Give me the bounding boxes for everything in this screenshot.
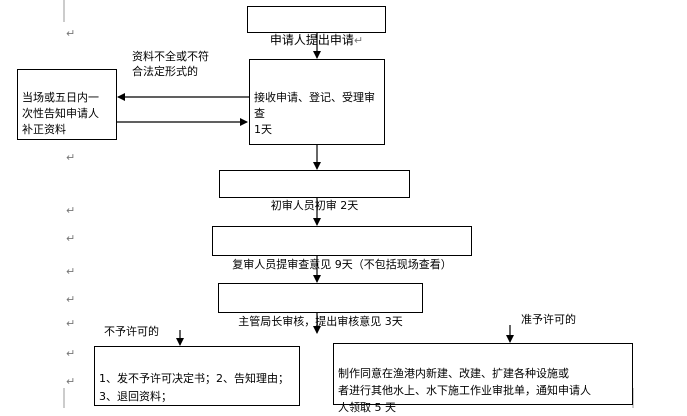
node-receive-text: 接收申请、登记、受理审查 1天	[254, 91, 375, 136]
node-apply: 申请人提出申请↵	[247, 6, 386, 47]
paragraph-mark-8: ↵	[66, 347, 76, 360]
paragraph-mark-3: ↵	[66, 204, 76, 217]
node-supplement: 当场或五日内一 次性告知申请人 补正资料	[17, 69, 117, 140]
paragraph-mark-4: ↵	[66, 232, 76, 245]
node-reject: 1、发不予许可决定书；2、告知理由； 3、退回资料；	[94, 346, 300, 406]
paragraph-mark-9: ↵	[66, 375, 76, 388]
label-permit: 准予许可的	[521, 313, 576, 326]
paragraph-mark-6: ↵	[66, 293, 76, 306]
node-receive: 接收申请、登记、受理审查 1天	[249, 59, 385, 145]
label-not-permit: 不予许可的	[104, 325, 159, 338]
node-apply-text: 申请人提出申请	[269, 33, 354, 47]
paragraph-mark-1: ↵	[66, 27, 76, 40]
node-director-text: 主管局长审核，提出审核意见 3天	[238, 315, 403, 328]
node-second-review: 复审人员提审查意见 9天（不包括现场查看）	[212, 226, 472, 271]
node-reject-text: 1、发不予许可决定书；2、告知理由； 3、退回资料；	[99, 372, 289, 403]
node-director: 主管局长审核，提出审核意见 3天	[218, 283, 423, 328]
node-approve: 制作同意在渔港内新建、改建、扩建各种设施或 者进行其他水上、水下施工作业审批单，…	[333, 343, 633, 414]
paragraph-mark-7: ↵	[66, 317, 76, 330]
node-second-review-text: 复审人员提审查意见 9天（不包括现场查看）	[232, 258, 452, 271]
node-first-review: 初审人员初审 2天	[219, 170, 410, 212]
paragraph-mark-2: ↵	[66, 151, 76, 164]
paragraph-mark-5: ↵	[66, 265, 76, 278]
node-first-review-text: 初审人员初审 2天	[270, 199, 359, 212]
node-supplement-text: 当场或五日内一 次性告知申请人 补正资料	[22, 91, 99, 136]
paragraph-mark: ↵	[353, 34, 364, 47]
label-incomplete: 资料不全或不符 合法定形式的	[132, 50, 209, 78]
